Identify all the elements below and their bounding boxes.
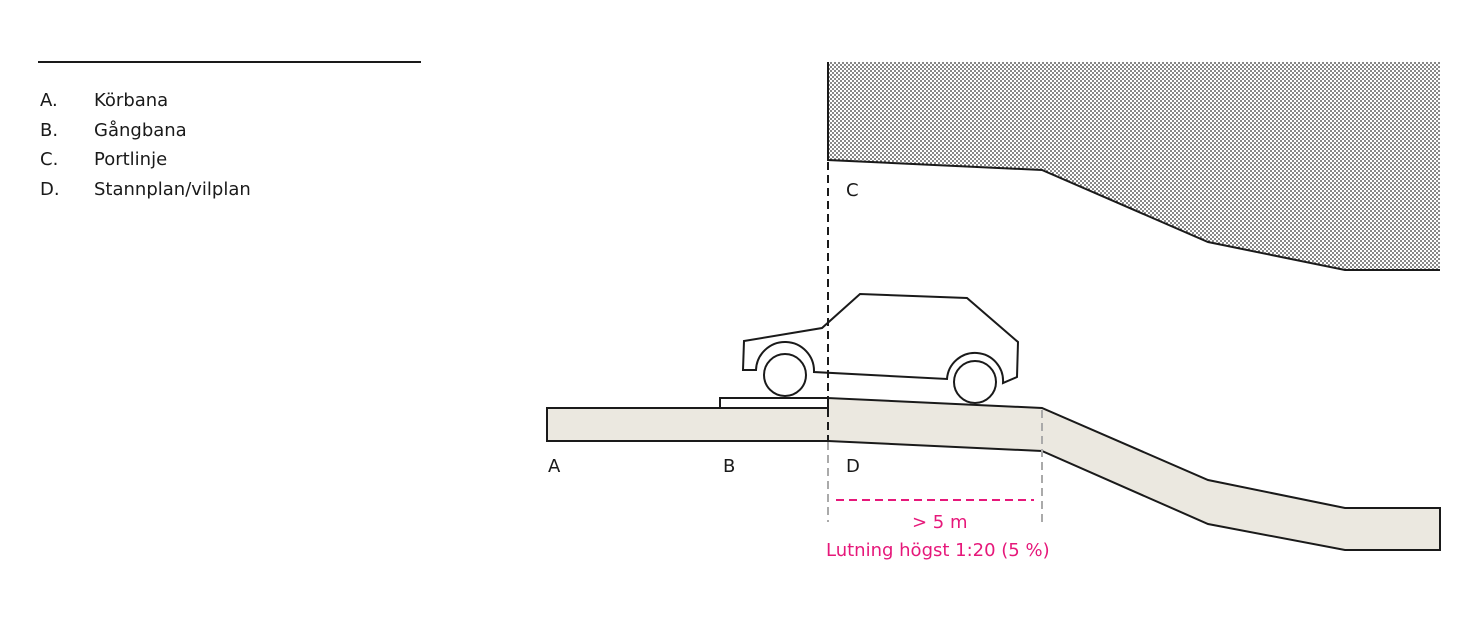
legend-label: Gångbana [94,119,187,141]
legend-key: C. [40,149,59,170]
dimension-slope: Lutning högst 1:20 (5 %) [826,540,1050,561]
legend-label: Körbana [94,90,169,111]
car-body [741,292,1020,385]
car-wheel [763,353,807,397]
legend-key: D. [40,178,60,200]
legend-item: D. Stannplan/vilplan [40,175,251,205]
legend-item: C. Portlinje [40,145,251,175]
legend-key: A. [40,90,58,111]
legend-item: B. Gångbana [40,116,251,146]
legend: A. Körbana B. Gångbana C. Portlinje D. Stann… [40,86,251,204]
building-ceiling [828,62,1440,270]
legend-key: B. [40,119,59,141]
divider [38,61,421,63]
legend-label: Stannplan/vilplan [94,178,251,200]
marker-d: D [846,456,860,477]
marker-c: C [846,180,859,201]
ground [546,396,1441,551]
marker-b: B [723,456,736,477]
marker-a: A [548,456,561,477]
legend-label: Portlinje [94,149,168,170]
car-wheel [953,360,997,404]
ceiling-edge [827,62,1440,271]
dimension-length: > 5 m [912,512,968,533]
legend-item: A. Körbana [40,86,251,116]
sidewalk [719,397,829,409]
